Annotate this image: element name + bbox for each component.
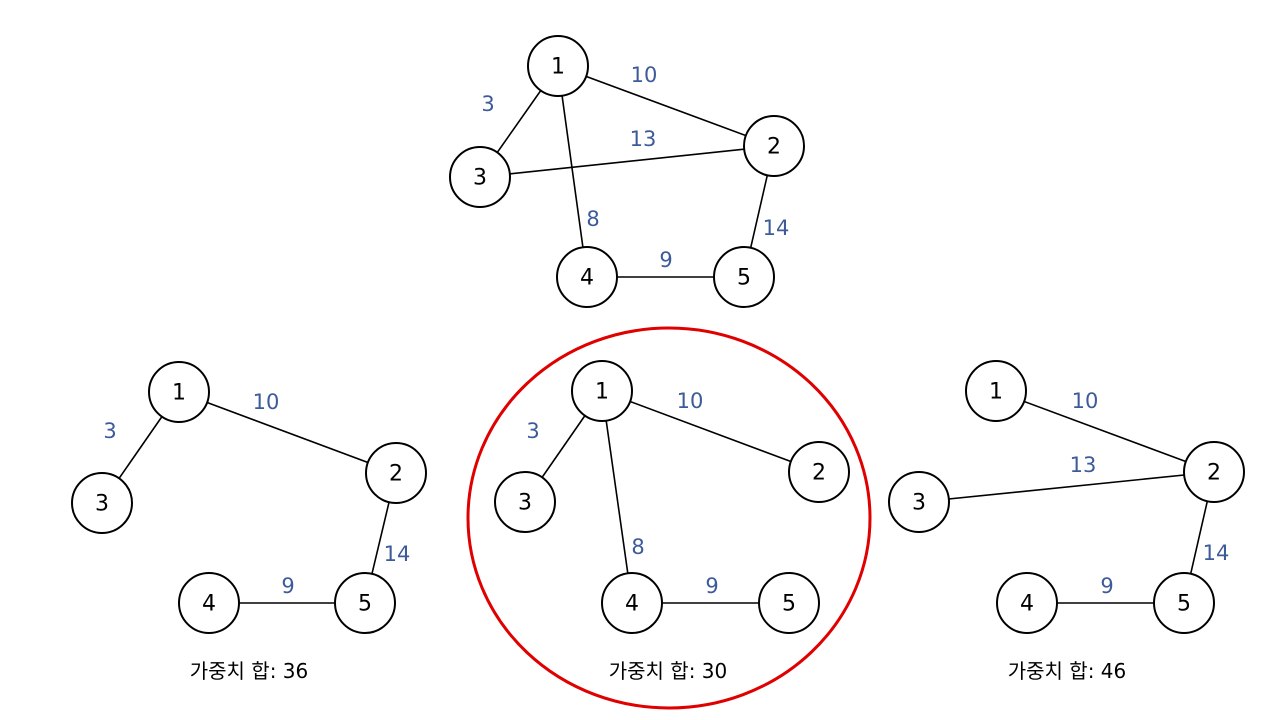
node-tree-b-3: 3: [494, 471, 556, 533]
edge-weight-label: 14: [384, 542, 411, 566]
best-tree-highlight-ring: [466, 326, 872, 710]
node-label: 1: [989, 380, 1003, 405]
edge-weight-label: 3: [481, 92, 494, 116]
edge-tree-a-1-2: [178, 391, 397, 474]
node-label: 1: [551, 55, 565, 80]
node-circle: [334, 572, 396, 634]
edge-weight-label: 3: [526, 419, 539, 443]
node-tree-b-5: 5: [758, 572, 820, 634]
node-label: 1: [595, 380, 609, 405]
node-circle: [556, 246, 618, 308]
node-label: 3: [912, 491, 926, 516]
edge-tree-c-1-2: [995, 390, 1215, 473]
edge-original-1-4: [557, 65, 588, 278]
edge-weight-label: 10: [677, 389, 704, 413]
node-label: 1: [172, 381, 186, 406]
edge-weight-label: 13: [1070, 453, 1097, 477]
node-label: 3: [473, 166, 487, 191]
node-original-1: 1: [527, 35, 589, 97]
node-tree-c-5: 5: [1153, 572, 1215, 634]
node-original-4: 4: [556, 246, 618, 308]
edges-layer: [101, 65, 1215, 604]
node-tree-b-1: 1: [571, 360, 633, 422]
node-label: 5: [782, 592, 796, 617]
edge-original-1-2: [557, 65, 775, 147]
edge-tree-c-3-2: [918, 471, 1215, 503]
node-tree-a-2: 2: [365, 442, 427, 504]
node-label: 4: [625, 592, 639, 617]
node-circle: [365, 442, 427, 504]
node-tree-a-5: 5: [334, 572, 396, 634]
node-circle: [178, 572, 240, 634]
node-original-5: 5: [713, 246, 775, 308]
edge-weight-label: 8: [586, 207, 599, 231]
node-label: 2: [767, 135, 781, 160]
weight-sum-label-tree-c: 가중치 합: 46: [1008, 659, 1127, 683]
edge-tree-b-1-2: [601, 390, 820, 473]
node-label: 2: [812, 461, 826, 486]
node-label: 5: [737, 266, 751, 291]
node-original-2: 2: [743, 115, 805, 177]
node-label: 4: [202, 592, 216, 617]
node-original-3: 3: [449, 146, 511, 208]
edge-weight-label: 10: [1072, 389, 1099, 413]
edge-weight-label: 9: [1100, 574, 1113, 598]
edge-original-3-2: [479, 145, 775, 178]
node-circle: [449, 146, 511, 208]
edge-weight-label: 9: [659, 248, 672, 272]
node-circle: [571, 360, 633, 422]
edge-weight-label: 10: [253, 390, 280, 414]
node-tree-a-4: 4: [178, 572, 240, 634]
nodes-layer: 1 2 3 4 5 1 2 3 4 5 1 2 3 4 5 1 2 3 4 5: [71, 35, 1245, 634]
node-tree-c-4: 4: [996, 572, 1058, 634]
node-circle: [888, 471, 950, 533]
node-tree-b-2: 2: [788, 441, 850, 503]
node-circle: [996, 572, 1058, 634]
edge-tree-b-1-4: [601, 390, 633, 604]
edge-weight-label: 14: [763, 216, 790, 240]
node-tree-c-1: 1: [965, 360, 1027, 422]
node-circle: [494, 471, 556, 533]
node-circle: [1183, 441, 1245, 503]
node-circle: [743, 115, 805, 177]
edge-weight-label: 13: [630, 127, 657, 151]
node-circle: [1153, 572, 1215, 634]
node-tree-c-2: 2: [1183, 441, 1245, 503]
edge-weight-label: 9: [705, 574, 718, 598]
node-tree-a-1: 1: [148, 361, 210, 423]
node-label: 4: [1020, 592, 1034, 617]
node-tree-a-3: 3: [71, 472, 133, 534]
weight-sum-label-tree-b: 가중치 합: 30: [609, 659, 728, 683]
node-label: 3: [518, 491, 532, 516]
weight-sum-label-tree-a: 가중치 합: 36: [190, 659, 309, 683]
edge-weight-label: 8: [631, 535, 644, 559]
node-circle: [148, 361, 210, 423]
node-circle: [713, 246, 775, 308]
node-circle: [601, 572, 663, 634]
node-circle: [527, 35, 589, 97]
node-label: 2: [1207, 461, 1221, 486]
edge-weight-label: 9: [281, 574, 294, 598]
node-tree-b-4: 4: [601, 572, 663, 634]
node-tree-c-3: 3: [888, 471, 950, 533]
node-label: 5: [1177, 592, 1191, 617]
node-circle: [788, 441, 850, 503]
node-label: 2: [389, 462, 403, 487]
node-label: 3: [95, 492, 109, 517]
node-label: 4: [580, 266, 594, 291]
edge-weight-label: 3: [103, 419, 116, 443]
node-circle: [965, 360, 1027, 422]
node-circle: [758, 572, 820, 634]
edge-weight-label: 14: [1203, 541, 1230, 565]
edge-weight-label: 10: [631, 63, 658, 87]
node-label: 5: [358, 592, 372, 617]
node-circle: [71, 472, 133, 534]
